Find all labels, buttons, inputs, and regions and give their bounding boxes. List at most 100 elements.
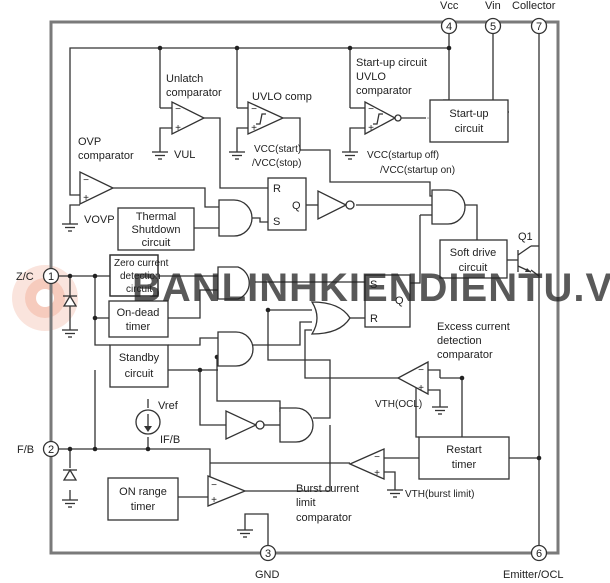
svg-text:Start-up circuit: Start-up circuit [356, 57, 427, 69]
svg-text:Zero current: Zero current [114, 258, 169, 269]
vcc-stop-label: /VCC(stop) [252, 158, 301, 169]
svg-text:Standby: Standby [119, 352, 160, 364]
svg-text:−: − [175, 104, 181, 115]
vth-burst-label: VTH(burst limit) [405, 489, 474, 500]
svg-text:Q: Q [292, 200, 301, 212]
svg-text:comparator: comparator [78, 150, 134, 162]
svg-text:6: 6 [536, 548, 542, 560]
svg-text:+: + [374, 468, 380, 479]
svg-text:7: 7 [536, 21, 542, 33]
svg-text:Excess current: Excess current [437, 321, 510, 333]
latch-1: R S Q [267, 177, 307, 231]
ifb-label: IF/B [160, 434, 180, 446]
svg-text:−: − [418, 365, 424, 376]
vcc-start-label: VCC(start) [254, 144, 301, 155]
svg-text:comparator: comparator [437, 349, 493, 361]
startup-circuit-block: Start-up circuit [429, 99, 509, 143]
vovp-label: VOVP [84, 214, 115, 226]
q1-label: Q1 [518, 231, 533, 243]
zener-diode-zc [62, 294, 78, 307]
excess-current-comparator: − + Excess current detection comparator [396, 321, 510, 396]
unlatch-comparator: − + Unlatch comparator [166, 73, 222, 136]
svg-text:1: 1 [48, 271, 54, 283]
vul-label: VUL [174, 149, 195, 161]
inverter-latch [317, 189, 355, 221]
svg-text:circuit: circuit [125, 368, 154, 380]
q1-transistor: Q1 [517, 231, 539, 273]
svg-text:timer: timer [131, 501, 156, 513]
svg-text:UVLO: UVLO [356, 71, 386, 83]
and-gate-output [431, 189, 466, 225]
standby-circuit-block: Standby circuit [109, 344, 169, 388]
vth-ocl-label: VTH(OCL) [375, 399, 422, 410]
svg-text:+: + [175, 123, 181, 134]
or-gate [310, 301, 351, 335]
svg-text:+: + [211, 495, 217, 506]
pin-emitter: 6 Emitter/OCL [503, 544, 564, 581]
pin-collector: 7 Collector [512, 0, 556, 35]
latch-2: S Q R [364, 274, 411, 328]
svg-text:−: − [374, 452, 380, 463]
svg-text:S: S [370, 279, 377, 291]
svg-text:Unlatch: Unlatch [166, 73, 203, 85]
svg-text:S: S [273, 216, 280, 228]
svg-text:On-dead: On-dead [117, 307, 160, 319]
on-range-comparator: − + [207, 475, 247, 507]
restart-timer-block: Restart timer [418, 436, 510, 480]
pin-vcc-label: Vcc [440, 0, 459, 12]
pin-vcc: 4 Vcc [440, 0, 459, 35]
svg-text:timer: timer [452, 459, 477, 471]
svg-text:Start-up: Start-up [449, 108, 488, 120]
svg-text:detection: detection [437, 335, 482, 347]
vref-label: Vref [158, 400, 179, 412]
on-dead-timer-block: On-dead timer [108, 300, 169, 338]
svg-text:−: − [251, 104, 257, 115]
svg-text:+: + [251, 123, 257, 134]
svg-text:UVLO comp: UVLO comp [252, 91, 312, 103]
svg-text:timer: timer [126, 321, 151, 333]
current-source-fb: Vref IF/B [135, 400, 180, 446]
svg-text:circuit: circuit [455, 123, 484, 135]
pin-collector-label: Collector [512, 0, 556, 12]
burst-limit-comparator: − + Burst current limit comparator [296, 448, 385, 524]
svg-text:−: − [211, 480, 217, 491]
inverter-standby [225, 409, 265, 441]
svg-text:Soft drive: Soft drive [450, 247, 496, 259]
uvlo-comparator: − + UVLO comp [247, 91, 312, 136]
svg-text:comparator: comparator [356, 85, 412, 97]
svg-text:Burst current: Burst current [296, 483, 359, 495]
threshold-labels: VUL VCC(start) /VCC(stop) VCC(startup of… [84, 144, 474, 500]
and-gate-zc [217, 266, 250, 300]
on-range-timer-block: ON range timer [107, 477, 179, 521]
svg-text:5: 5 [490, 21, 496, 33]
watermark-text: BANLINHKIENDIENTU.VN [132, 266, 610, 310]
svg-text:−: − [368, 104, 374, 115]
pin-gnd: 3 GND [255, 544, 280, 581]
svg-text:+: + [418, 383, 424, 394]
zener-diode-fb [62, 468, 78, 481]
and-gate-thermal [218, 199, 253, 237]
svg-text:circuit: circuit [142, 237, 171, 249]
pin-emitter-label: Emitter/OCL [503, 569, 564, 581]
svg-text:limit: limit [296, 497, 316, 509]
svg-text:comparator: comparator [166, 87, 222, 99]
svg-text:4: 4 [446, 21, 452, 33]
watermark-logo [12, 265, 78, 331]
soft-drive-block: Soft drive circuit [439, 239, 508, 279]
pin-fb: 2 F/B [17, 440, 60, 458]
svg-text:circuit: circuit [126, 284, 152, 295]
pin-vin-label: Vin [485, 0, 501, 12]
svg-text:3: 3 [265, 548, 271, 560]
ovp-comparator: − + OVP comparator [78, 136, 134, 206]
and-gate-burst [279, 407, 314, 443]
svg-text:R: R [273, 183, 281, 195]
svg-text:Shutdown: Shutdown [132, 224, 181, 236]
svg-text:comparator: comparator [296, 512, 352, 524]
startup-uvlo-comparator: − + Start-up circuit UVLO comparator [356, 57, 429, 136]
svg-text:2: 2 [48, 444, 54, 456]
pin-vin: 5 Vin [484, 0, 502, 35]
pin-zc-label: Z/C [16, 271, 34, 283]
svg-text:detection: detection [120, 271, 161, 282]
vcc-startup-on-label: /VCC(startup on) [380, 165, 455, 176]
